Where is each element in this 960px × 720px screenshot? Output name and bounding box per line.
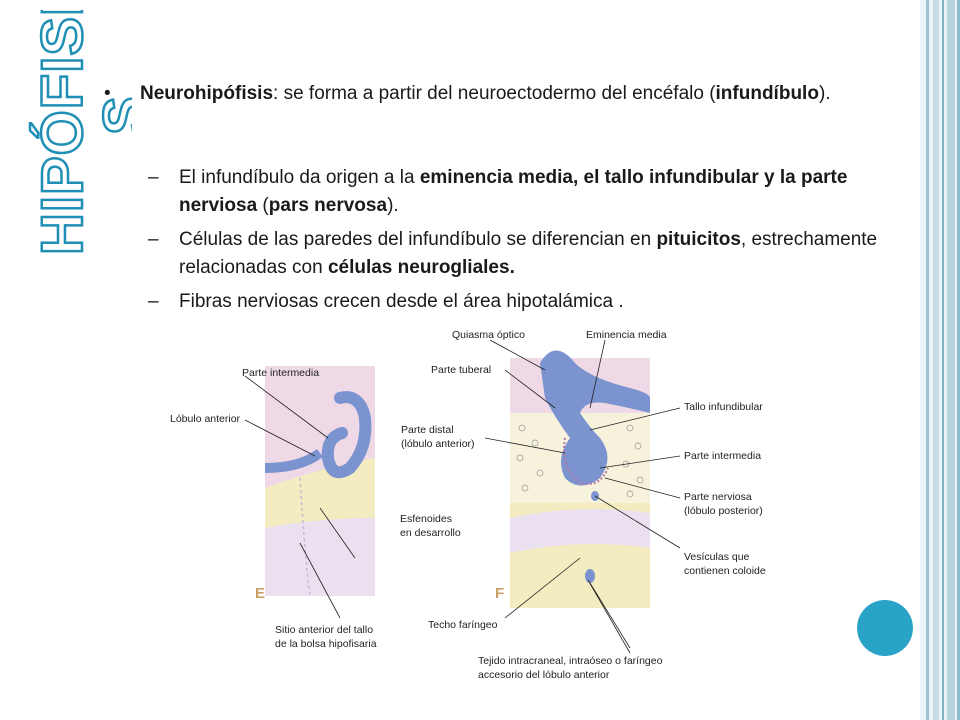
label-lobulo-anterior: Lóbulo anterior <box>170 413 241 425</box>
vertical-title-line2: S <box>92 96 132 135</box>
label-esfenoides-2: en desarrollo <box>400 527 461 539</box>
sub-dash: – <box>148 291 159 312</box>
label-panel-f: F <box>495 585 504 602</box>
label-techo: Techo faríngeo <box>428 619 498 631</box>
sub-dash: – <box>148 167 159 188</box>
panel-f-drawing <box>484 339 681 654</box>
main-bullet-body: : se forma a partir del neuroectodermo d… <box>273 83 716 104</box>
label-nerviosa-2: (lóbulo posterior) <box>684 505 763 517</box>
sub-item-text: El infundíbulo da origen a la eminencia … <box>179 164 919 220</box>
pituitary-development-figure: Parte intermedia Lóbulo anterior Esfenoi… <box>170 329 766 681</box>
term-neurohipofisis: Neurohipófisis <box>140 83 274 104</box>
label-tejido-2: accesorio del lóbulo anterior <box>478 669 610 681</box>
label-sitio-2: de la bolsa hipofisaria <box>275 638 377 650</box>
sub-item-text: Fibras nerviosas crecen desde el área hi… <box>179 288 919 316</box>
main-bullet-text: Neurohipófisis: se forma a partir del ne… <box>140 80 880 108</box>
vertical-title-line1: HIPÓFISI <box>30 10 95 255</box>
label-parte-intermedia-e: Parte intermedia <box>242 367 319 379</box>
label-panel-e: E <box>255 585 265 602</box>
bold-run: eminencia media, el tallo infundibular y… <box>179 167 848 216</box>
panel-e-drawing <box>244 366 375 619</box>
label-quiasma: Quiasma óptico <box>452 329 525 341</box>
bullet-marker: • <box>104 83 111 104</box>
label-vesiculas-1: Vesículas que <box>684 551 750 563</box>
label-eminencia: Eminencia media <box>586 329 667 341</box>
sub-dash: – <box>148 229 159 250</box>
text-run: Células de las paredes del infundíbulo s… <box>179 229 657 250</box>
label-tallo: Tallo infundibular <box>684 401 763 413</box>
label-esfenoides: Esfenoides <box>400 513 452 525</box>
label-tejido-1: Tejido intracraneal, intraóseo o farínge… <box>478 655 663 667</box>
label-intermedia-f: Parte intermedia <box>684 450 761 462</box>
label-vesiculas-2: contienen coloide <box>684 565 766 577</box>
text-run: El infundíbulo da origen a la <box>179 167 420 188</box>
text-run: ). <box>387 195 399 216</box>
text-run: ( <box>257 195 269 216</box>
bold-run: pars nervosa <box>268 195 388 216</box>
sub-item-text: Células de las paredes del infundíbulo s… <box>179 226 919 282</box>
bold-run: células neurogliales. <box>327 257 515 278</box>
label-distal-1: Parte distal <box>401 424 454 436</box>
decorative-side-stripes <box>920 0 960 720</box>
decorative-circle <box>857 600 913 656</box>
bold-run: pituicitos <box>656 229 741 250</box>
text-run: , estrechamente relacionadas con <box>179 229 878 278</box>
label-nerviosa-1: Parte nerviosa <box>684 491 752 503</box>
label-distal-2: (lóbulo anterior) <box>401 438 475 450</box>
label-tuberal: Parte tuberal <box>431 364 491 376</box>
main-bullet-end: ). <box>818 83 831 104</box>
vertical-title: HIPÓFISI S <box>29 10 132 256</box>
term-infundibulo: infundíbulo <box>715 83 819 104</box>
text-run: Fibras nerviosas crecen desde el área hi… <box>179 291 624 312</box>
label-sitio-1: Sitio anterior del tallo <box>275 624 373 636</box>
